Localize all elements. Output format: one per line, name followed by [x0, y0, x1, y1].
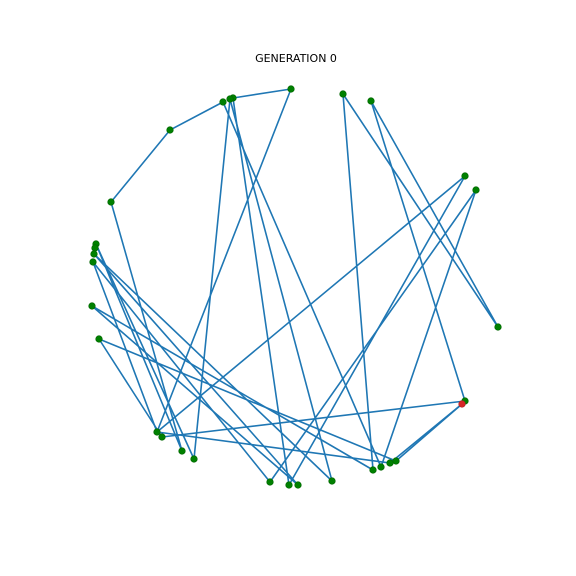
route-segment: [370, 100, 499, 328]
route-segment: [110, 201, 183, 452]
city-node-point: [95, 335, 103, 343]
chart-title: GENERATION 0: [255, 52, 337, 65]
city-node-point: [153, 428, 161, 436]
city-node-point: [339, 90, 347, 98]
route-segment: [92, 261, 158, 433]
city-node-point: [328, 477, 336, 485]
city-node-point: [158, 433, 166, 441]
route-segment: [156, 431, 391, 464]
route-layer: [91, 88, 499, 486]
route-segment: [91, 305, 374, 471]
route-segment: [342, 93, 499, 328]
city-node-point: [461, 172, 469, 180]
route-segment: [232, 88, 292, 99]
route-segment: [342, 93, 374, 471]
city-node-point: [367, 97, 375, 105]
node-layer: [88, 85, 502, 489]
route-segment: [269, 189, 477, 483]
route-segment: [193, 98, 231, 460]
route-segment: [169, 101, 224, 131]
city-node-point: [89, 258, 97, 266]
city-node-point: [88, 302, 96, 310]
city-node-point: [178, 447, 186, 455]
city-node-point: [219, 98, 227, 106]
route-segment: [380, 189, 477, 468]
route-segment: [156, 88, 292, 433]
route-segment: [93, 253, 299, 486]
city-node-point: [107, 198, 115, 206]
city-node-point: [494, 323, 502, 331]
route-segment: [161, 400, 466, 438]
route-segment: [92, 261, 271, 483]
route-segment: [222, 101, 382, 468]
city-node-point: [377, 463, 385, 471]
start-node-point: [458, 400, 466, 408]
city-node-point: [392, 457, 400, 465]
city-node-point: [90, 250, 98, 258]
city-node-point: [91, 244, 99, 252]
route-segment: [389, 403, 463, 464]
route-segment: [110, 129, 171, 203]
city-node-point: [285, 481, 293, 489]
route-segment: [229, 98, 333, 482]
city-node-point: [386, 459, 394, 467]
route-segment: [98, 338, 163, 438]
city-node-point: [226, 95, 234, 103]
route-segment: [232, 97, 290, 486]
route-segment: [98, 338, 397, 462]
route-segment: [93, 253, 333, 482]
city-node-point: [472, 186, 480, 194]
route-segment: [91, 305, 299, 486]
city-node-point: [190, 455, 198, 463]
route-segment: [370, 100, 466, 402]
city-node-point: [166, 126, 174, 134]
city-node-point: [266, 478, 274, 486]
city-node-point: [294, 481, 302, 489]
city-node-point: [287, 85, 295, 93]
city-node-point: [369, 466, 377, 474]
